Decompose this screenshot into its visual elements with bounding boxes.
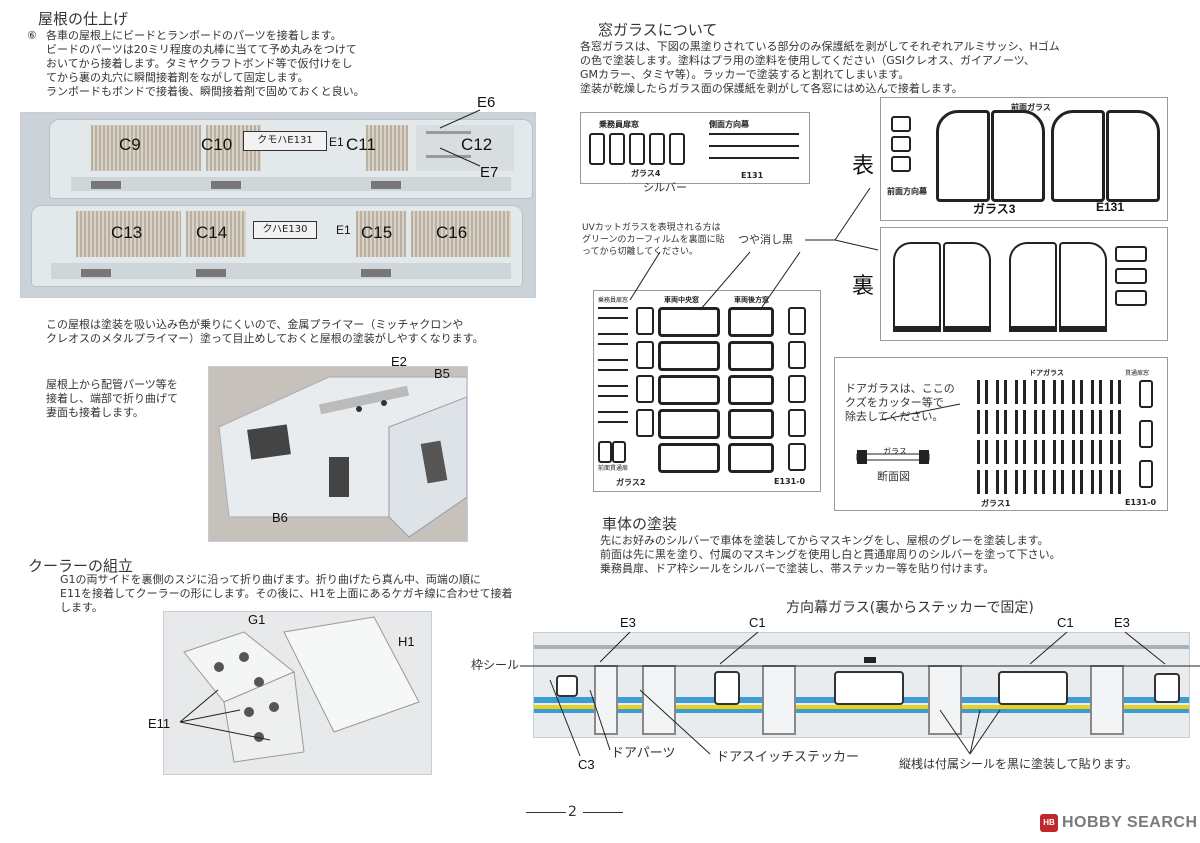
car-plate-kumoha: クモハE131 [243,131,327,151]
cross-section-glass-label: ガラス [883,447,907,456]
glass4-silver-note: シルバー [643,181,687,194]
uv-leader-lines [629,251,801,311]
glass1-label: ガラス1 [981,499,1011,508]
body-paint-text: 先にお好みのシルバーで車体を塗装してからマスキングをし、屋根のグレーを塗装します… [600,534,1061,575]
part-c10-label: C10 [201,135,233,154]
part-e1-label-bottom: E1 [336,223,351,237]
part-c11-label: C11 [346,135,376,154]
part-e7-label: E7 [480,164,499,181]
frame-seal-label: 枠シール [471,658,520,672]
train-e3-left-label: E3 [620,615,636,630]
glass3-code: E131 [1096,200,1125,214]
glass4-sheet: 乗務員扉窓 側面方向幕 ガラス4 E131 [580,112,810,184]
page-number: 2 [568,804,577,820]
glass3-sheet-front: 前面ガラス 前面方向幕 ガラス3 E131 [880,97,1168,221]
train-c1-right-label: C1 [1057,615,1074,630]
train-c3-label: C3 [578,757,595,772]
cross-section-diagram [853,446,933,466]
glass-heading: 窓ガラスについて [598,21,718,39]
train-e3-right-label: E3 [1114,615,1130,630]
roof-photo: C9 C10 クモハE131 E1 C11 C12 C13 C14 クハE130… [20,112,536,298]
roof-step-number: ⑥ [27,29,37,42]
dest-glass-label: 方向幕ガラス(裏からステッカーで固定) [786,600,1034,616]
part-h1-label: H1 [398,634,415,649]
glass2-code: E131-0 [774,477,806,486]
glass3-sheet-back [880,227,1168,341]
glass1-header-through-door: 貫通扉窓 [1125,370,1150,377]
part-e11-label: E11 [148,716,171,731]
page-rule-right [583,812,623,813]
part-e1-label-top: E1 [329,135,344,149]
glass4-label: ガラス4 [631,169,661,178]
glass2-header-rear: 車両後方窓 [734,296,769,304]
part-c9-label: C9 [119,135,141,154]
hobby-search-logo-text: HOBBY SEARCH [1062,814,1198,831]
glass4-title-crew-door: 乗務員扉窓 [599,120,639,129]
glass-text: 各窓ガラスは、下図の黒塗りされている部分のみ保護紙を剥がしてそれぞれアルミサッシ… [580,40,1060,95]
omote-label: 表 [852,153,875,178]
pipe-photo [208,366,468,542]
part-b5-label: B5 [434,366,450,381]
part-c13-label: C13 [111,223,143,242]
matte-leader-lines [805,187,879,251]
body-paint-heading: 車体の塗装 [602,515,678,533]
glass3-front-label: 前面ガラス [1011,103,1051,112]
glass4-title-side-dest: 側面方向幕 [709,120,749,129]
cross-section-caption: 断面図 [877,470,910,483]
pillar-note: 縦桟は付属シールを黒に塗装して貼ります。 [899,757,1138,771]
page-rule-left [526,812,566,813]
glass2-footer-front-door: 前面貫通扉 [598,465,629,472]
part-e6-label: E6 [477,94,496,111]
part-c15-label: C15 [361,223,393,242]
glass2-sheet: 乗務員扉窓 車両中央窓 車両後方窓 前面貫通扉 ガラス2 E131-0 [593,290,821,492]
door-switch-sticker-label: ドアスイッチステッカー [716,750,860,765]
roof-leader-lines [439,109,481,167]
cooler-text: G1の両サイドを裏側のスジに沿って折り曲げます。折り曲げたら真ん中、両端の順に … [60,573,513,614]
roof-heading: 屋根の仕上げ [38,10,129,28]
glass2-label: ガラス2 [616,478,646,487]
ura-label: 裏 [852,273,875,298]
train-leader-lines [520,631,1200,757]
glass3-label: ガラス3 [973,202,1016,216]
uv-cut-note: UVカットガラスを表現される方は グリーンのカーフィルムを裏面に貼 ってから切離… [582,223,725,257]
glass2-header-crew: 乗務員扉窓 [598,297,629,304]
part-c14-label: C14 [196,223,228,242]
glass1-code: E131-0 [1125,498,1157,507]
door-glass-leader [879,403,961,421]
glass1-sheet: ドアガラス 貫通扉窓 ガラス1 E131-0 ドアガラスは、ここの クズをカッタ… [834,357,1168,511]
glass3-front-dir-label: 前面方向幕 [887,187,927,196]
cooler-photo [163,611,432,775]
train-c1-left-label: C1 [749,615,766,630]
pipe-text: 屋根上から配管パーツ等を 接着し、端部で折り曲げて 妻面も接着します。 [46,378,178,419]
part-b6-label: B6 [272,510,288,525]
hobby-search-logo-icon: HB [1040,814,1058,832]
part-e2-label: E2 [391,354,407,369]
glass2-header-center: 車両中央窓 [664,296,699,304]
part-g1-label: G1 [248,612,266,627]
e11-leader-lines [179,689,271,741]
part-c16-label: C16 [436,223,468,242]
part-c12-label: C12 [461,135,493,154]
cooler-heading: クーラーの組立 [28,557,134,575]
door-parts-label: ドアパーツ [611,746,676,761]
door-glass-note: ドアガラスは、ここの クズをカッター等で 除去してください。 [845,382,955,423]
matte-black-label: つや消し黒 [738,233,793,246]
glass4-code: E131 [741,171,764,180]
roof-instructions: 各車の屋根上にビードとランボードのパーツを接着します。 ビードのパーツは20ミリ… [46,29,365,98]
primer-text: この屋根は塗装を吸い込み色が乗りにくいので、金属プライマー（ミッチャクロンや ク… [46,318,484,345]
glass1-header-door: ドアガラス [1029,369,1064,377]
car-plate-kuha: クハE130 [253,221,317,239]
